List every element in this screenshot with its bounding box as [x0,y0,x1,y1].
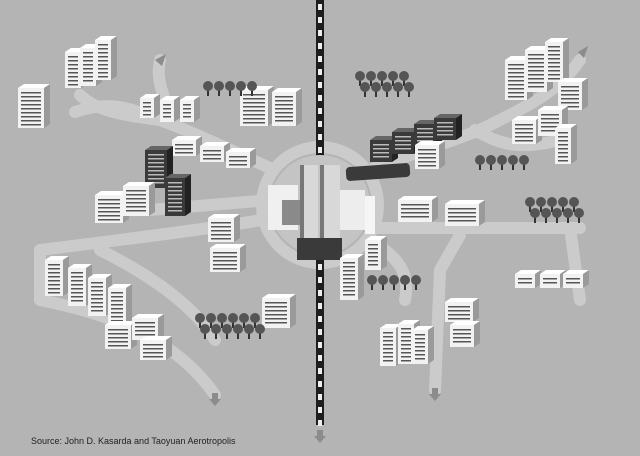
tree-icon [552,208,562,223]
building [445,298,479,322]
tree-icon [367,275,377,290]
tree-icon [563,208,573,223]
tree-icon [404,82,414,97]
tree-icon [228,313,238,328]
building [180,96,200,122]
building [558,78,588,110]
road-northeast [364,54,586,176]
building [160,96,180,122]
tree-icon [217,313,227,328]
tree-icon [222,324,232,339]
tree-icon [360,82,370,97]
tree-icon [382,82,392,97]
tree-icon [558,197,568,212]
building [515,270,541,288]
building [412,326,434,364]
building [240,86,274,126]
tree-icon [206,313,216,328]
tree-icon [486,155,496,170]
tree-icon [569,197,579,212]
tree-icon [399,71,409,86]
tree-icon [250,313,260,328]
building [262,294,296,328]
building [226,148,256,168]
trees [195,71,584,339]
tree-icon [475,155,485,170]
tree-icon [203,81,213,96]
building [105,321,137,349]
tree-icon [497,155,507,170]
building [415,141,445,169]
building [340,254,364,300]
arrow-icon [578,46,588,58]
building [450,321,480,347]
tree-icon [378,275,388,290]
tree-icon [366,71,376,86]
tree-icon [244,324,254,339]
building [563,270,589,288]
building [200,142,230,162]
terminal-building [297,238,342,260]
tree-icon [239,313,249,328]
tree-icon [377,71,387,86]
tree-icon [519,155,529,170]
tree-icon [508,155,518,170]
building [165,174,191,216]
building [208,214,240,242]
building [272,88,302,126]
building [398,196,438,222]
building [45,256,69,296]
arrow-icon [155,54,166,66]
building [445,200,485,226]
building [108,284,132,326]
building [95,36,117,80]
road-arrows [155,46,588,443]
airport-city-center [268,155,411,260]
building [145,146,173,188]
tree-icon [225,81,235,96]
arrow-icon [429,388,441,401]
building [210,244,246,272]
tree-icon [214,81,224,96]
tree-icon [355,71,365,86]
arrow-icon [209,393,221,406]
tree-icon [400,275,410,290]
building [365,236,387,270]
tree-icon [211,324,221,339]
tree-icon [195,313,205,328]
tree-icon [530,208,540,223]
building [140,336,172,360]
tree-icon [388,71,398,86]
tree-icon [547,197,557,212]
buildings [18,36,589,366]
building [88,274,112,316]
tree-icon [371,82,381,97]
tree-icon [393,82,403,97]
tree-icon [389,275,399,290]
building [512,116,542,144]
building [540,270,566,288]
building [132,314,164,340]
building [172,136,202,156]
elevated-train [345,163,411,181]
tree-icon [233,324,243,339]
arrow-icon [314,430,326,443]
tree-icon [411,275,421,290]
building [434,114,462,140]
tree-icon [255,324,265,339]
tree-icon [236,81,246,96]
building [545,38,569,82]
tree-icon [525,197,535,212]
tree-icon [247,81,257,96]
building [555,124,577,164]
building [123,182,155,216]
tree-icon [541,208,551,223]
building [18,84,50,128]
tree-icon [200,324,210,339]
source-caption: Source: John D. Kasarda and Taoyuan Aero… [31,436,236,446]
building [140,94,160,118]
tree-icon [536,197,546,212]
tree-icon [574,208,584,223]
